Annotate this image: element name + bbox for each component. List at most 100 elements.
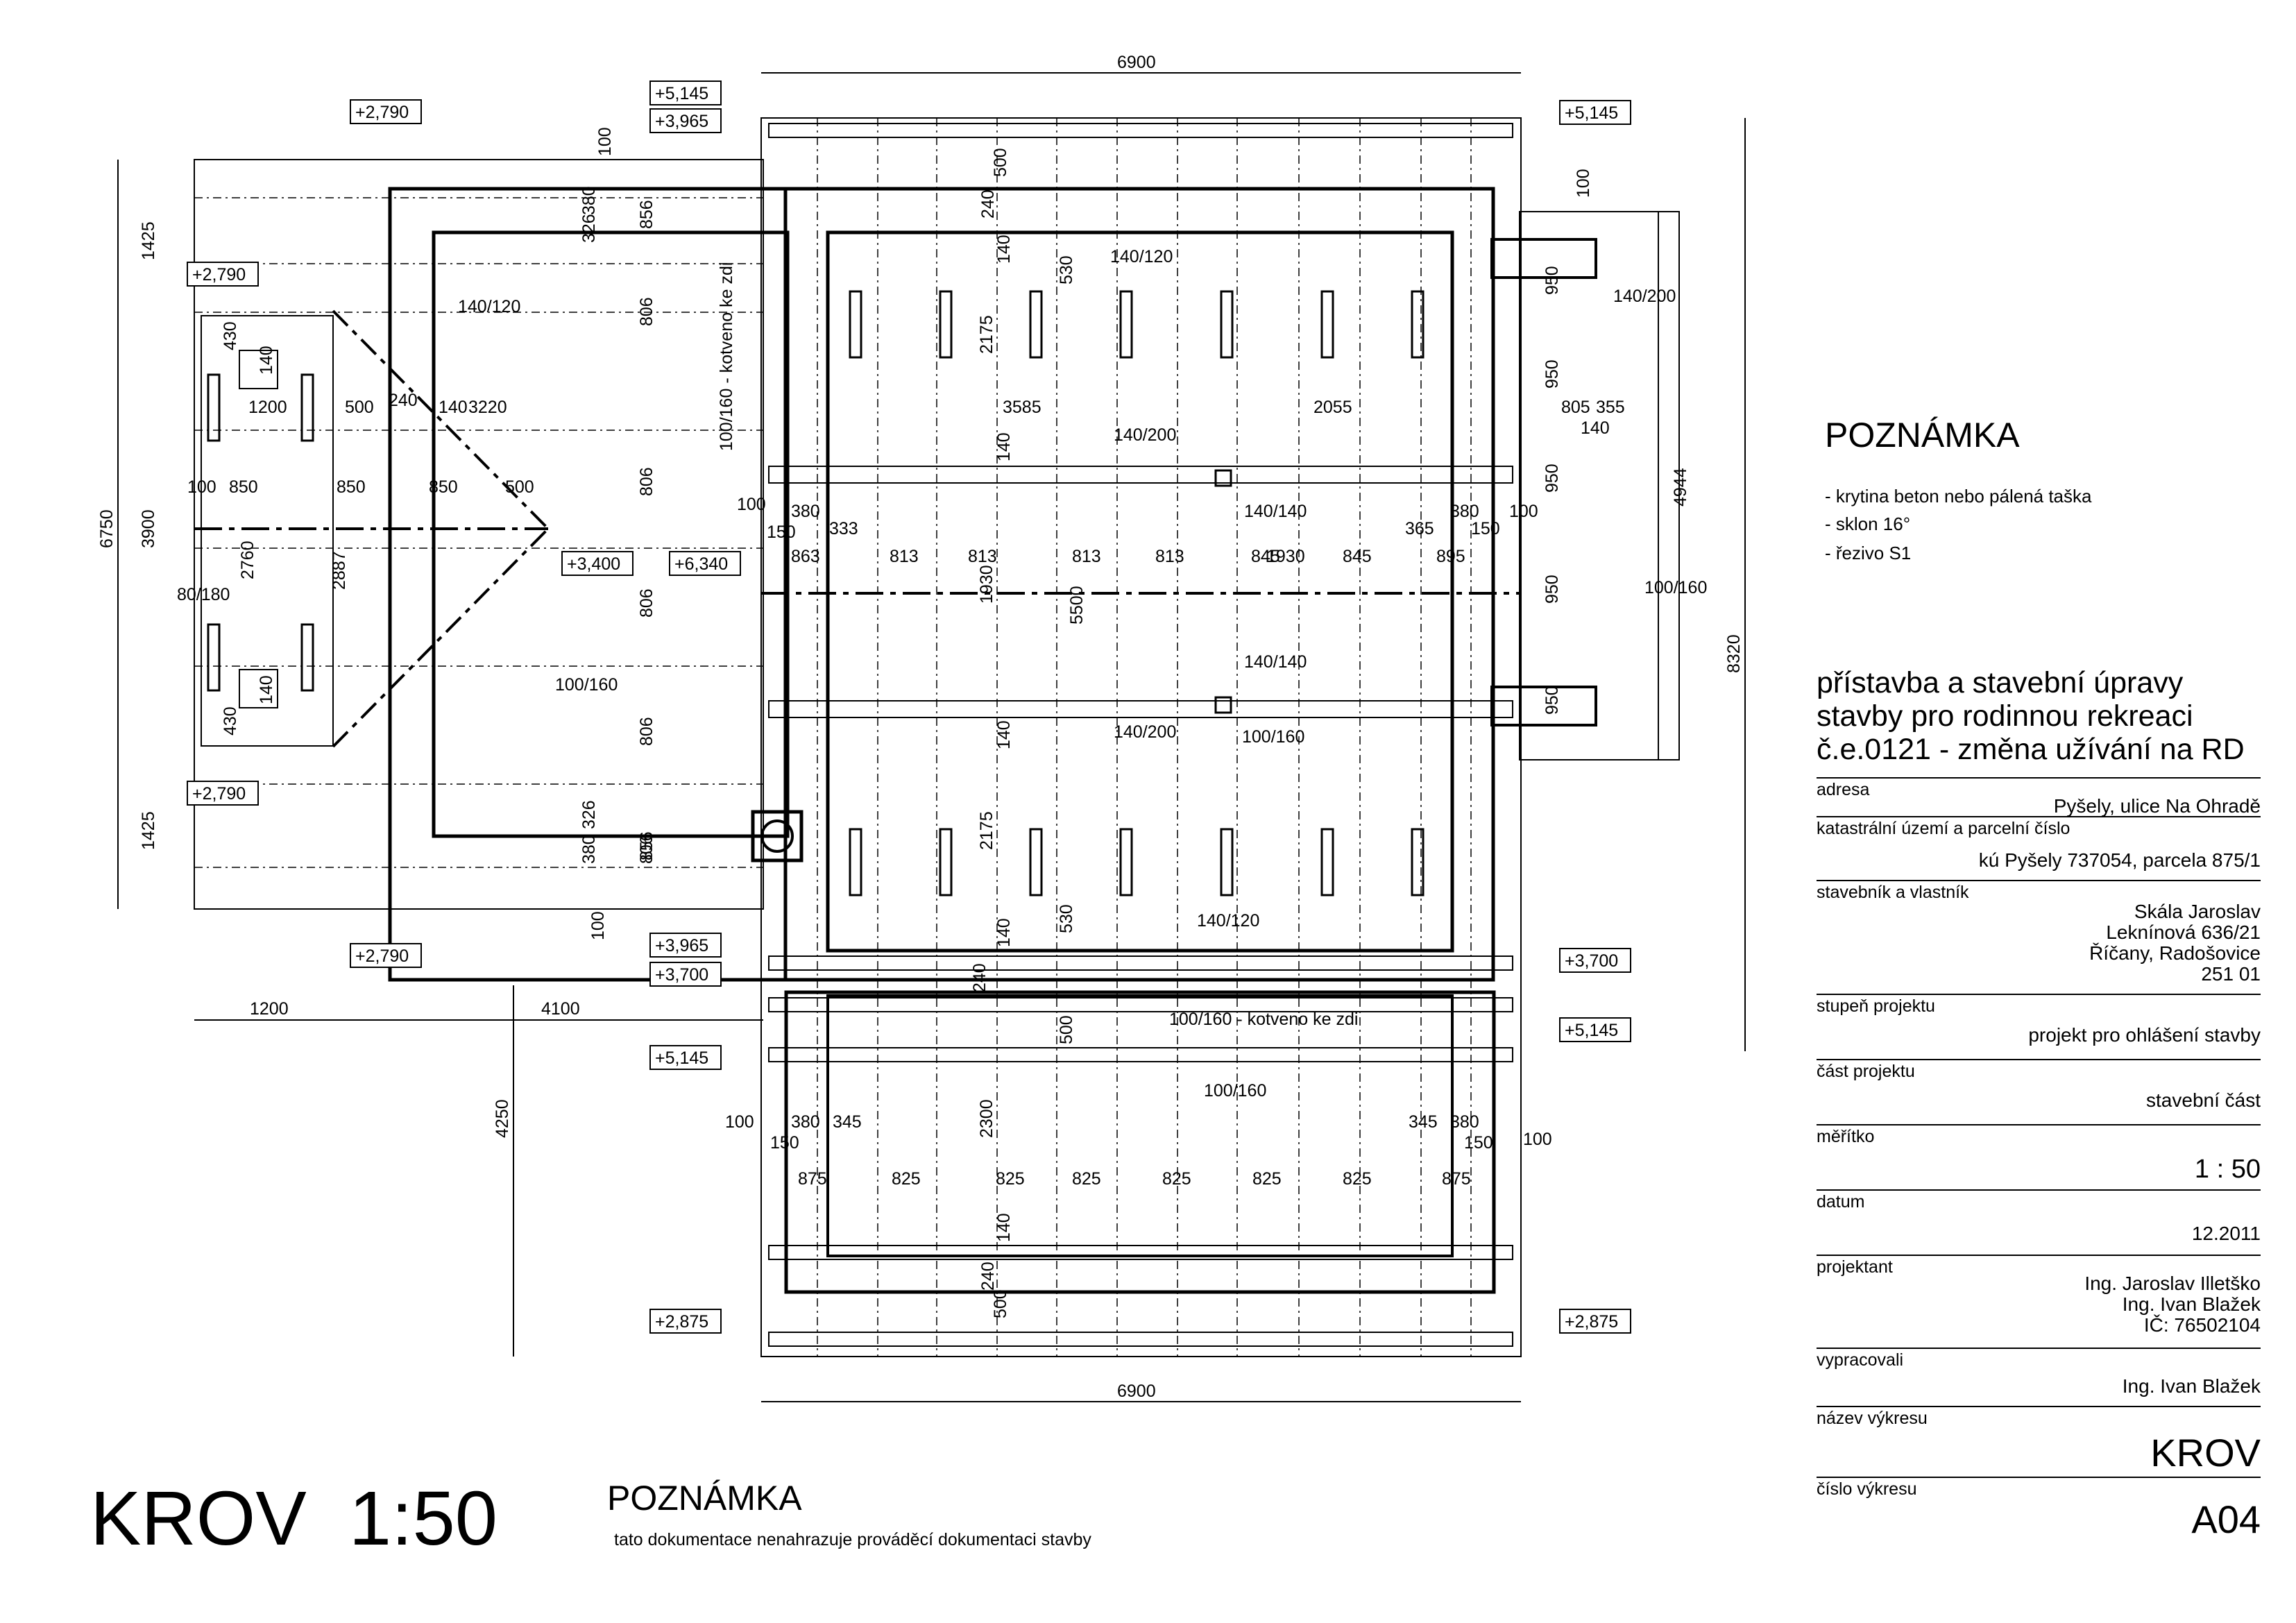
svg-text:240: 240 <box>978 1261 998 1291</box>
level-tag: +3,965 <box>649 108 722 133</box>
svg-text:2055: 2055 <box>1313 398 1352 417</box>
main-wall-outline <box>783 187 1495 982</box>
svg-text:825: 825 <box>1343 1169 1372 1189</box>
purlin <box>768 955 1513 971</box>
title-block: adresa Pyšely, ulice Na Ohradě katastrál… <box>1817 777 2261 1540</box>
side-note-line: - sklon 16° <box>1825 513 1911 534</box>
tb-value: A04 <box>2191 1497 2261 1541</box>
svg-text:100: 100 <box>737 495 766 514</box>
svg-text:140/200: 140/200 <box>1114 722 1176 742</box>
svg-text:863: 863 <box>791 547 820 566</box>
svg-text:+3,965: +3,965 <box>655 936 708 955</box>
svg-text:1200: 1200 <box>250 999 289 1019</box>
tb-value: kú Pyšely 737054, parcela 875/1 <box>1978 849 2261 871</box>
svg-text:326: 326 <box>579 800 599 829</box>
svg-text:+5,145: +5,145 <box>655 1048 708 1068</box>
svg-text:+5,145: +5,145 <box>1565 1021 1618 1040</box>
main-inner-plate <box>826 230 1454 953</box>
tb-value: KROV <box>2150 1431 2261 1475</box>
svg-text:6900: 6900 <box>1117 53 1156 72</box>
svg-text:100/160: 100/160 <box>1204 1081 1266 1101</box>
svg-text:6900: 6900 <box>1117 1382 1156 1401</box>
svg-text:326: 326 <box>579 214 599 243</box>
svg-text:950: 950 <box>1542 266 1562 295</box>
side-note-line: - řezivo S1 <box>1825 543 1912 563</box>
purlin <box>768 123 1513 138</box>
svg-text:345: 345 <box>833 1112 862 1132</box>
svg-text:2175: 2175 <box>977 315 996 354</box>
svg-text:333: 333 <box>829 519 858 538</box>
svg-text:150: 150 <box>1471 519 1500 538</box>
svg-text:806: 806 <box>637 588 656 618</box>
left-wing-box <box>201 315 334 747</box>
level-tag: +3,700 <box>1559 948 1631 973</box>
svg-text:+3,965: +3,965 <box>655 112 708 131</box>
svg-text:500: 500 <box>991 148 1010 177</box>
level-tag: +2,875 <box>649 1309 722 1334</box>
level-tag: +2,790 <box>350 99 422 124</box>
tb-label: měřítko <box>1817 1127 1875 1146</box>
svg-text:100: 100 <box>1523 1130 1552 1149</box>
svg-text:3585: 3585 <box>1003 398 1041 417</box>
svg-text:140/200: 140/200 <box>1613 287 1676 306</box>
svg-text:1425: 1425 <box>139 811 158 850</box>
tb-label: stavebník a vlastník <box>1817 883 1969 902</box>
tb-row-drawing-number: číslo výkresu A04 <box>1817 1477 2261 1540</box>
tb-row-prepared: vypracovali Ing. Ivan Blažek <box>1817 1348 2261 1406</box>
tb-row-part: část projektu stavební část <box>1817 1059 2261 1124</box>
svg-text:4100: 4100 <box>541 999 580 1019</box>
svg-text:825: 825 <box>1162 1169 1191 1189</box>
svg-text:100/160 - kotveno ke zdi: 100/160 - kotveno ke zdi <box>1169 1010 1358 1029</box>
tb-value: IČ: 76502104 <box>2143 1314 2261 1336</box>
level-tag: +2,790 <box>350 943 422 968</box>
svg-text:813: 813 <box>1155 547 1184 566</box>
tb-label: stupeň projektu <box>1817 996 1935 1016</box>
purlin <box>768 1047 1513 1062</box>
purlin <box>768 466 1513 484</box>
svg-text:+3,700: +3,700 <box>655 965 708 985</box>
tb-label: název výkresu <box>1817 1409 1928 1428</box>
svg-text:500: 500 <box>991 1289 1010 1318</box>
svg-text:140: 140 <box>439 398 468 417</box>
level-tag: +5,145 <box>1559 100 1631 125</box>
tb-value: Skála Jaroslav <box>2134 901 2261 922</box>
tb-value: 12.2011 <box>2191 1223 2261 1244</box>
svg-text:430: 430 <box>221 321 240 350</box>
tb-value: Pyšely, ulice Na Ohradě <box>2053 795 2261 817</box>
svg-text:+3,400: +3,400 <box>567 554 620 574</box>
svg-text:100/160 - kotveno ke zdi: 100/160 - kotveno ke zdi <box>717 262 736 451</box>
svg-text:140: 140 <box>994 235 1014 264</box>
svg-text:850: 850 <box>429 477 458 497</box>
tb-row-stage: stupeň projektu projekt pro ohlášení sta… <box>1817 994 2261 1059</box>
svg-text:806: 806 <box>637 297 656 326</box>
svg-text:4250: 4250 <box>493 1099 512 1138</box>
tb-value: stavební část <box>2146 1089 2261 1111</box>
right-wing-eave-outline <box>1519 211 1680 760</box>
tb-value: Ing. Jaroslav Illetško <box>2084 1273 2261 1294</box>
level-tag: +3,700 <box>649 962 722 987</box>
tb-row-address: adresa Pyšely, ulice Na Ohradě <box>1817 777 2261 817</box>
svg-text:+2,790: +2,790 <box>355 946 409 966</box>
svg-text:+5,145: +5,145 <box>1565 103 1618 123</box>
svg-text:140: 140 <box>1581 418 1610 438</box>
svg-text:140/200: 140/200 <box>1114 425 1176 445</box>
level-tag: +3,400 <box>561 551 633 576</box>
svg-text:2300: 2300 <box>977 1099 996 1138</box>
svg-text:240: 240 <box>978 189 998 219</box>
tb-value: Ing. Ivan Blažek <box>2122 1375 2261 1397</box>
svg-text:500: 500 <box>345 398 374 417</box>
svg-text:875: 875 <box>1442 1169 1471 1189</box>
svg-text:950: 950 <box>1542 464 1562 493</box>
svg-text:140: 140 <box>994 432 1014 461</box>
svg-text:380: 380 <box>579 835 599 864</box>
post-upper <box>239 350 278 389</box>
svg-text:2175: 2175 <box>977 811 996 850</box>
svg-text:500: 500 <box>505 477 534 497</box>
svg-text:345: 345 <box>1409 1112 1438 1132</box>
svg-text:140: 140 <box>994 1213 1014 1242</box>
svg-text:140: 140 <box>994 720 1014 749</box>
tb-value: Leknínová 636/21 <box>2106 921 2261 943</box>
svg-text:100: 100 <box>725 1112 754 1132</box>
svg-text:1425: 1425 <box>139 221 158 260</box>
tb-row-scale: měřítko 1 : 50 <box>1817 1124 2261 1189</box>
